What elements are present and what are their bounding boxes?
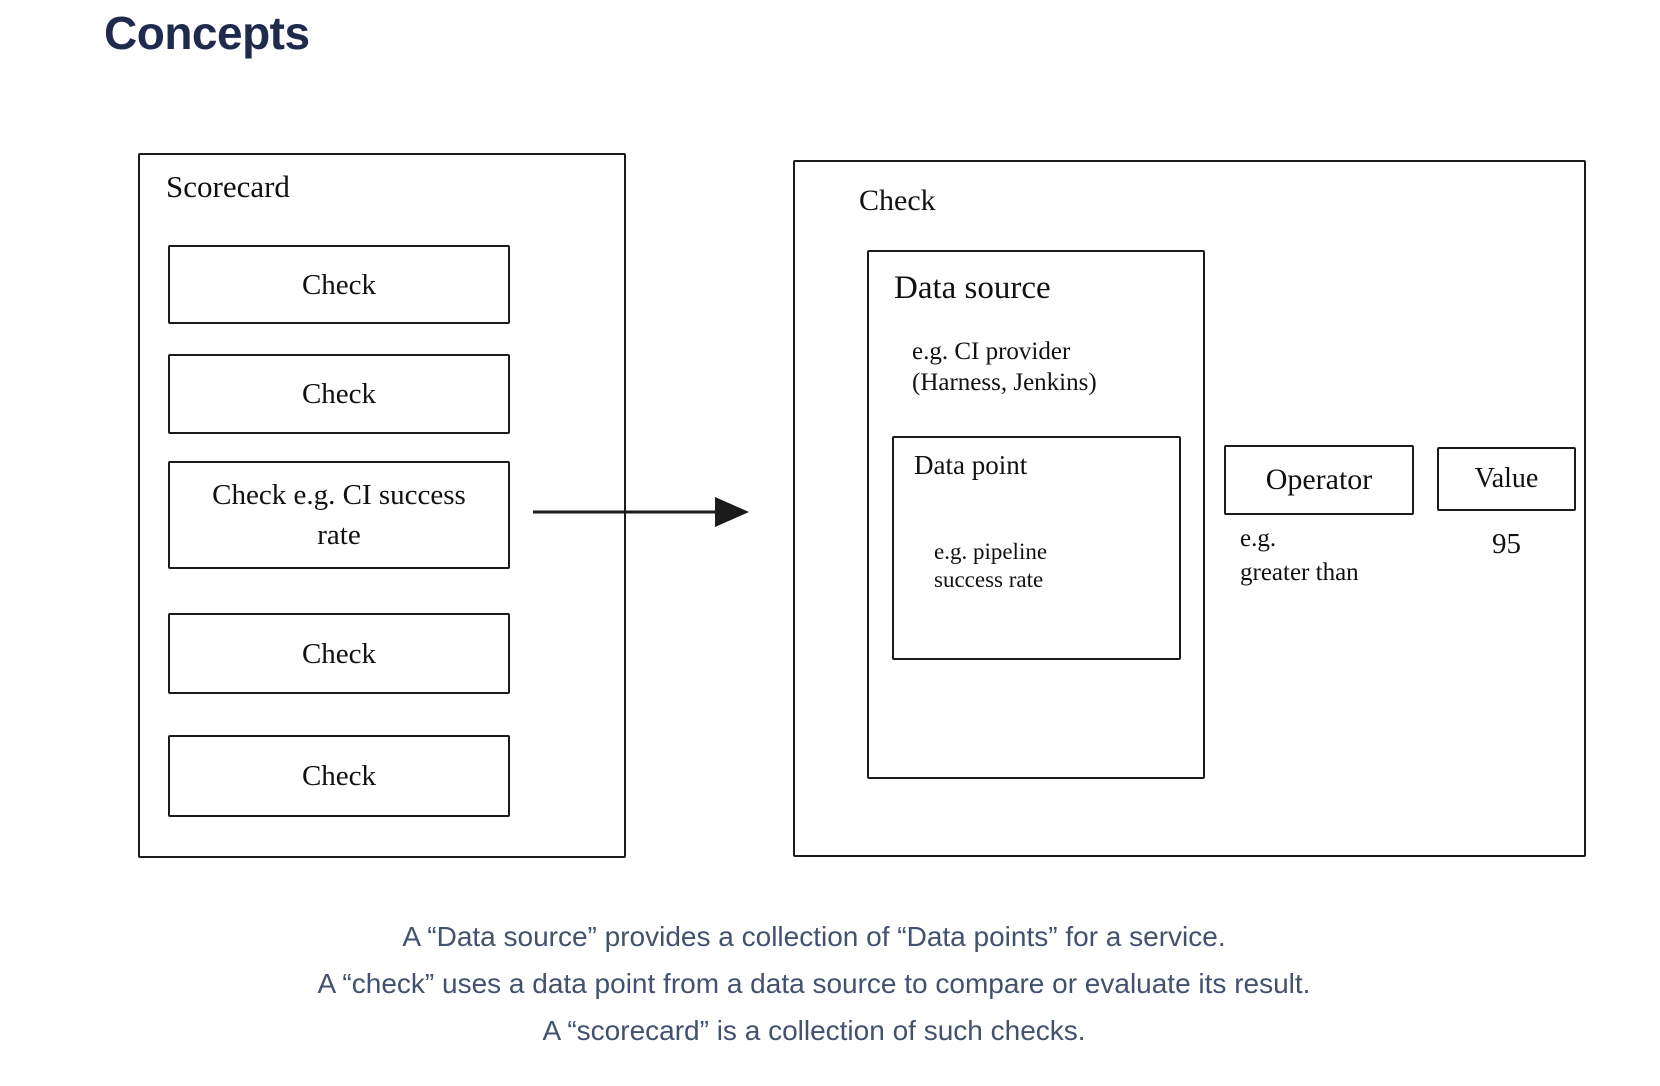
data-point-example-line2: success rate (934, 567, 1044, 592)
operator-example: e.g. greater than (1240, 522, 1359, 590)
scorecard-label: Scorecard (166, 169, 290, 204)
data-source-example-line1: e.g. CI provider (912, 338, 1071, 365)
value-box: Value (1437, 447, 1576, 511)
operator-box: Operator (1224, 445, 1414, 515)
data-point-label: Data point (914, 450, 1028, 480)
data-source-example-line2: (Harness, Jenkins) (912, 369, 1097, 396)
check-item-ci-success-rate: Check e.g. CI success rate (168, 461, 510, 569)
data-source-label: Data source (894, 270, 1051, 306)
operator-example-line2: greater than (1240, 559, 1359, 586)
data-source-box: Data source e.g. CI provider (Harness, J… (867, 250, 1205, 779)
check-detail-label: Check (859, 184, 936, 217)
check-item: Check (168, 613, 510, 694)
caption-line-3: A “scorecard” is a collection of such ch… (542, 1015, 1086, 1046)
operator-example-line1: e.g. (1240, 525, 1277, 552)
caption-block: A “Data source” provides a collection of… (0, 913, 1628, 1054)
check-detail-box: Check Data source e.g. CI provider (Harn… (793, 160, 1586, 857)
scorecard-box: Scorecard Check Check Check e.g. CI succ… (138, 153, 626, 858)
data-point-box: Data point e.g. pipeline success rate (892, 436, 1181, 660)
value-example: 95 (1492, 528, 1521, 560)
data-point-example-line1: e.g. pipeline (934, 539, 1048, 564)
caption-line-2: A “check” uses a data point from a data … (317, 968, 1311, 999)
data-point-example: e.g. pipeline success rate (934, 538, 1047, 594)
right-arrow-icon (533, 497, 749, 527)
page-title: Concepts (104, 7, 310, 59)
check-item: Check (168, 735, 510, 817)
caption-line-1: A “Data source” provides a collection of… (402, 921, 1226, 952)
check-item: Check (168, 354, 510, 434)
data-source-example: e.g. CI provider (Harness, Jenkins) (912, 336, 1097, 398)
check-item: Check (168, 245, 510, 324)
